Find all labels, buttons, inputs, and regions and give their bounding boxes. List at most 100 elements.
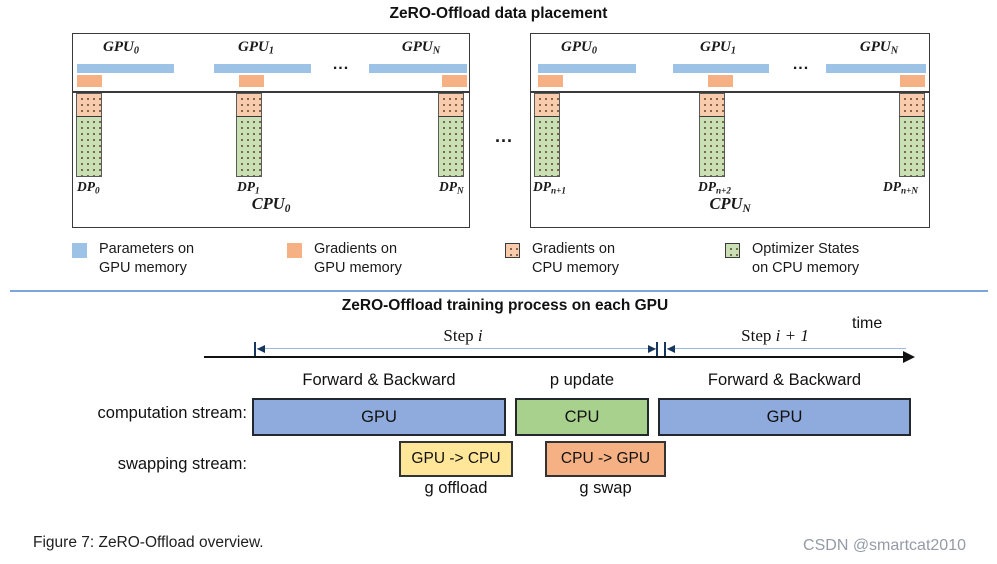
gradients-cpu-segment xyxy=(438,93,464,117)
parameters-bar xyxy=(77,64,174,73)
g-offload-label: g offload xyxy=(424,479,488,497)
gradients-cpu-segment xyxy=(699,93,725,117)
dp-column xyxy=(534,93,560,177)
arrowhead-left-icon xyxy=(667,345,675,353)
legend-item-optimizer-states: Optimizer States on CPU memory xyxy=(725,240,859,278)
swapping-stream-label: swapping stream: xyxy=(117,455,247,473)
computation-block-cpu: CPU xyxy=(515,398,649,436)
gpu-memory-section: GPU0 GPU1 ... GPUN xyxy=(531,34,929,93)
gpu-label: GPU0 xyxy=(103,39,139,57)
figure-caption: Figure 7: ZeRO-Offload overview. xyxy=(33,534,264,551)
step-i1-label: Step i + 1 xyxy=(741,326,809,345)
time-axis-arrowhead-icon xyxy=(903,351,915,363)
parameters-gpu-swatch-icon xyxy=(72,243,87,258)
legend-item-gradients-gpu: Gradients on GPU memory xyxy=(287,240,402,278)
gradients-gpu-bar xyxy=(708,75,733,87)
parameters-bar xyxy=(826,64,926,73)
watermark: CSDN @smartcat2010 xyxy=(803,537,966,554)
gradients-gpu-bar xyxy=(442,75,467,87)
legend-line: Parameters on xyxy=(99,241,195,257)
cpu-label: CPUN xyxy=(709,194,751,215)
phase-label-forward-backward: Forward & Backward xyxy=(707,371,862,389)
step-i1-span-line xyxy=(667,348,906,350)
gradients-cpu-segment xyxy=(76,93,102,117)
legend-line: GPU memory xyxy=(99,260,187,276)
legend-item-parameters: Parameters on GPU memory xyxy=(72,240,194,278)
gradients-gpu-bar xyxy=(239,75,264,87)
parameters-bar xyxy=(214,64,311,73)
gradients-gpu-swatch-icon xyxy=(287,243,302,258)
legend-line: GPU memory xyxy=(314,260,402,276)
g-swap-label: g swap xyxy=(579,479,632,497)
phase-label-forward-backward: Forward & Backward xyxy=(302,371,456,389)
time-axis-line xyxy=(204,356,906,359)
ellipsis: ... xyxy=(332,56,350,73)
step-boundary-tick xyxy=(656,342,658,356)
parameters-bar xyxy=(369,64,467,73)
optimizer-states-segment xyxy=(899,117,925,177)
legend-line: Gradients on xyxy=(532,241,616,257)
legend-line: Gradients on xyxy=(314,241,398,257)
gradients-gpu-bar xyxy=(538,75,563,87)
dp-column xyxy=(438,93,464,177)
gradients-cpu-segment xyxy=(534,93,560,117)
dp-label: DPn+1 xyxy=(533,179,566,196)
dp-label: DP1 xyxy=(237,179,260,196)
swap-block-cpu-to-gpu: CPU -> GPU xyxy=(545,441,666,477)
gpu-label: GPU0 xyxy=(561,39,597,57)
gradients-cpu-segment xyxy=(899,93,925,117)
node-panel-cpuN: GPU0 GPU1 ... GPUN DPn+1 DPn+2 DPn+N CPU… xyxy=(530,33,930,228)
dp-label: DPn+N xyxy=(883,179,918,196)
training-process-title: ZeRO-Offload training process on each GP… xyxy=(341,297,669,314)
dp-column xyxy=(699,93,725,177)
block-text: GPU -> CPU xyxy=(411,450,501,467)
block-text: GPU xyxy=(361,407,397,426)
time-axis-label: time xyxy=(852,315,883,332)
parameters-bar xyxy=(538,64,636,73)
dp-column xyxy=(76,93,102,177)
legend-line: Optimizer States xyxy=(752,241,860,257)
optimizer-states-segment xyxy=(438,117,464,177)
optimizer-states-segment xyxy=(699,117,725,177)
optimizer-states-segment xyxy=(76,117,102,177)
legend-line: CPU memory xyxy=(532,260,620,276)
parameters-bar xyxy=(673,64,769,73)
block-text: CPU xyxy=(564,407,600,426)
arrowhead-right-icon xyxy=(648,345,656,353)
gradients-cpu-segment xyxy=(236,93,262,117)
gradients-gpu-bar xyxy=(900,75,925,87)
legend-item-gradients-cpu: Gradients on CPU memory xyxy=(505,240,619,278)
gpu-label: GPU1 xyxy=(700,39,736,57)
ellipsis: ... xyxy=(792,56,810,73)
block-text: CPU -> GPU xyxy=(560,450,651,467)
dp-label: DP0 xyxy=(77,179,100,196)
gpu-label: GPUN xyxy=(401,39,441,57)
optimizer-states-swatch-icon xyxy=(725,243,740,258)
step-i-label: Step i xyxy=(443,326,483,345)
computation-block-gpu: GPU xyxy=(658,398,911,436)
cpu-label: CPU0 xyxy=(251,194,291,215)
ellipsis-between-nodes: ... xyxy=(494,126,513,146)
section-divider xyxy=(10,290,988,292)
gpu-label: GPU1 xyxy=(238,39,274,57)
gradients-cpu-swatch-icon xyxy=(505,243,520,258)
block-text: GPU xyxy=(766,407,803,426)
node-panel-cpu0: GPU0 GPU1 ... GPUN DP0 DP1 DPN CPU0 xyxy=(72,33,470,228)
optimizer-states-segment xyxy=(534,117,560,177)
gpu-memory-section: GPU0 GPU1 ... GPUN xyxy=(73,34,469,93)
dp-label: DPN xyxy=(439,179,464,196)
arrowhead-left-icon xyxy=(257,345,265,353)
computation-block-gpu: GPU xyxy=(252,398,506,436)
phase-label-p-update: p update xyxy=(549,371,615,389)
computation-stream-label: computation stream: xyxy=(97,404,247,422)
gradients-gpu-bar xyxy=(77,75,102,87)
swap-block-gpu-to-cpu: GPU -> CPU xyxy=(399,441,513,477)
dp-column xyxy=(236,93,262,177)
step-i-span-line xyxy=(257,348,656,350)
optimizer-states-segment xyxy=(236,117,262,177)
step-boundary-tick xyxy=(664,342,666,356)
legend-line: on CPU memory xyxy=(752,260,860,276)
gpu-label: GPUN xyxy=(859,39,899,57)
dp-column xyxy=(899,93,925,177)
